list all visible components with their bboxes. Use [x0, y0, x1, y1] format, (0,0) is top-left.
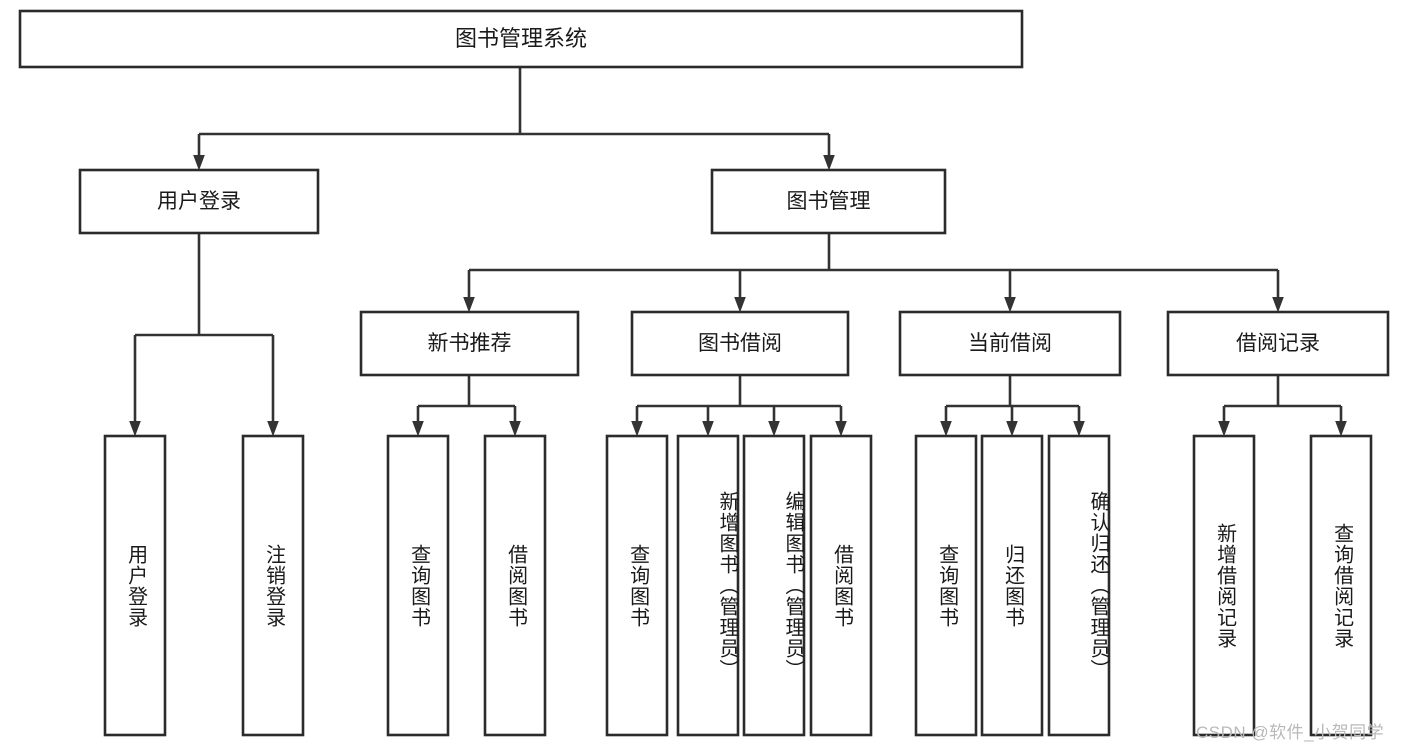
- arrowhead-icon: [823, 155, 835, 171]
- node-label-book-borrow: 图书借阅: [698, 332, 782, 355]
- arrowhead-icon: [412, 421, 424, 437]
- node-box-leaf-query-book-recommend: [386, 434, 450, 737]
- arrowhead-icon: [463, 297, 475, 313]
- arrowhead-icon: [1004, 297, 1016, 313]
- node-box-leaf-logout: [241, 434, 305, 737]
- node-label-current-borrow: 当前借阅: [968, 332, 1052, 355]
- connector-edges: [129, 67, 1347, 437]
- arrowhead-icon: [768, 421, 780, 437]
- arrowhead-icon: [193, 155, 205, 171]
- arrowhead-icon: [1006, 421, 1018, 437]
- node-box-book-manage: [710, 168, 947, 235]
- node-box-leaf-query-book-current: [914, 434, 978, 737]
- arrowhead-icon: [1272, 297, 1284, 313]
- arrowhead-icon: [1218, 421, 1230, 437]
- arrowhead-icon: [835, 421, 847, 437]
- arrowhead-icon: [631, 421, 643, 437]
- connector-book-manage-to-level2: [463, 233, 1284, 313]
- connector-record-to-leaves: [1218, 375, 1347, 437]
- connector-root-to-level1: [193, 67, 835, 171]
- arrowhead-icon: [734, 297, 746, 313]
- csdn-watermark: CSDN @软件_小贺同学: [1196, 723, 1385, 742]
- node-label-root: 图书管理系统: [455, 26, 587, 51]
- arrowhead-icon: [940, 421, 952, 437]
- connector-current-to-leaves: [940, 375, 1085, 437]
- node-box-leaf-add-book: [676, 434, 740, 737]
- node-label-book-manage: 图书管理: [787, 190, 871, 213]
- node-box-book-borrow: [630, 310, 850, 377]
- node-box-leaf-confirm-return: [1047, 434, 1111, 737]
- node-box-leaf-borrow-book-recommend: [483, 434, 547, 737]
- node-box-leaf-add-borrow-record: [1192, 434, 1256, 737]
- connector-user-login-to-leaves: [129, 233, 279, 437]
- node-box-leaf-query-borrow-record: [1309, 434, 1373, 737]
- node-box-leaf-query-book-borrow: [605, 434, 669, 737]
- node-box-current-borrow: [898, 310, 1122, 377]
- node-box-leaf-user-login: [103, 434, 167, 737]
- arrowhead-icon: [267, 421, 279, 437]
- node-box-leaf-borrow-book: [809, 434, 873, 737]
- arrowhead-icon: [1335, 421, 1347, 437]
- arrowhead-icon: [509, 421, 521, 437]
- arrowhead-icon: [1073, 421, 1085, 437]
- node-label-borrow-record: 借阅记录: [1236, 332, 1320, 355]
- node-box-root: [18, 9, 1024, 69]
- arrowhead-icon: [129, 421, 141, 437]
- node-boxes: [18, 9, 1390, 737]
- arrowhead-icon: [702, 421, 714, 437]
- connector-borrow-to-leaves: [631, 375, 847, 437]
- node-label-user-login: 用户登录: [157, 190, 241, 213]
- connector-recommend-to-leaves: [412, 375, 521, 437]
- node-box-leaf-return-book: [980, 434, 1044, 737]
- node-box-borrow-record: [1166, 310, 1390, 377]
- node-label-new-book-recommend: 新书推荐: [428, 332, 512, 355]
- node-box-user-login: [78, 168, 320, 235]
- node-box-leaf-edit-book: [742, 434, 806, 737]
- node-box-new-book-recommend: [359, 310, 580, 377]
